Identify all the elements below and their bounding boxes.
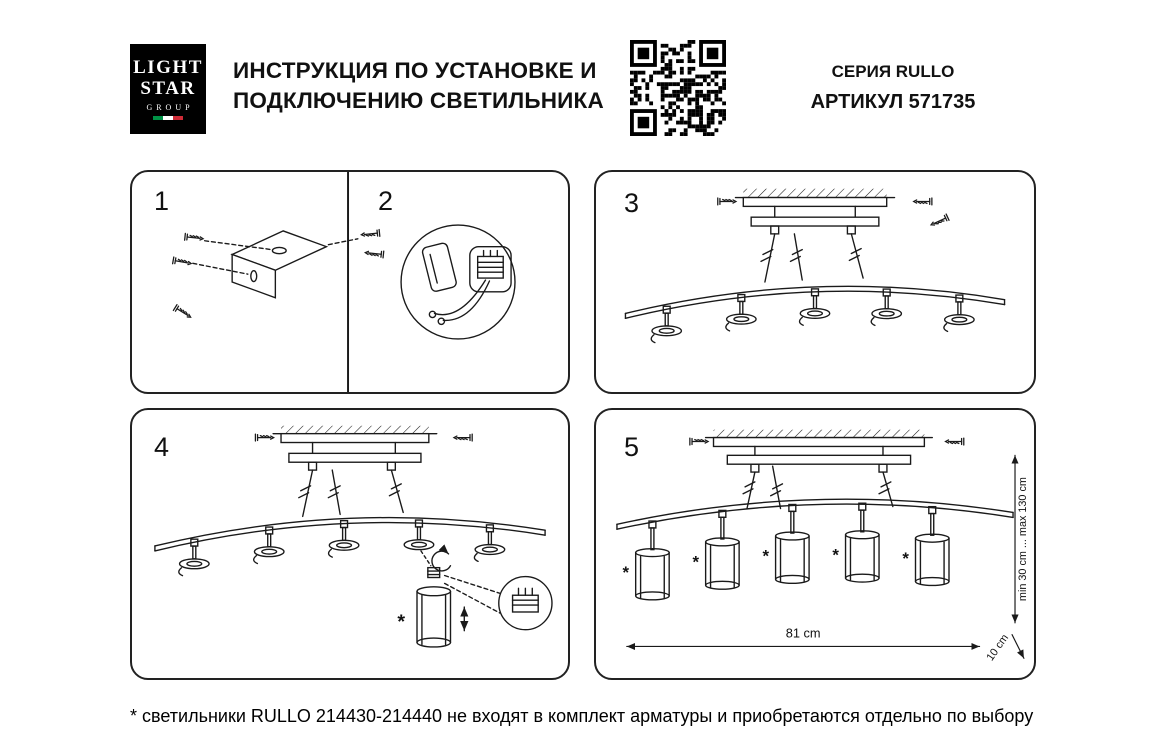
step-1-number: 1 — [154, 186, 170, 216]
asterisk-shade-4: * — [832, 545, 839, 564]
logo-word-group: GROUP — [146, 103, 194, 113]
article-label: АРТИКУЛ 571735 — [810, 91, 976, 113]
step-5-number: 5 — [624, 432, 640, 462]
title-line-2: ПОДКЛЮЧЕНИЮ СВЕТИЛЬНИКА — [233, 87, 604, 113]
asterisk-step4: * — [397, 611, 405, 633]
step-3-number: 3 — [624, 188, 640, 218]
footnote: * светильники RULLO 214430-214440 не вхо… — [130, 706, 1034, 726]
asterisk-shade-1: * — [623, 563, 630, 582]
logo-word-star: STAR — [140, 77, 196, 99]
italy-flag-icon — [153, 116, 183, 121]
width-dimension-label: 81 cm — [786, 626, 821, 641]
panel-step-5: 5 — [594, 408, 1036, 680]
height-range-dimension-label: min 30 cm ... max 130 cm — [1017, 477, 1029, 601]
qr-code-image — [630, 40, 726, 136]
series-block: СЕРИЯ RULLO АРТИКУЛ 571735 — [788, 62, 998, 114]
step-1-2-diagram — [171, 172, 516, 392]
step-4-diagram: * — [154, 425, 553, 648]
panel-step-4: 4 — [130, 408, 570, 680]
page-title: ИНСТРУКЦИЯ ПО УСТАНОВКЕ И ПОДКЛЮЧЕНИЮ СВ… — [233, 56, 604, 115]
drop-dimension-label: 10 cm — [984, 632, 1011, 663]
lightstar-logo: LIGHT STAR GROUP — [130, 44, 206, 134]
logo-word-light: LIGHT — [133, 56, 203, 78]
step-2-number: 2 — [378, 186, 394, 216]
title-line-1: ИНСТРУКЦИЯ ПО УСТАНОВКЕ И — [233, 58, 597, 83]
step-4-number: 4 — [154, 432, 170, 462]
asterisk-shade-3: * — [762, 547, 769, 566]
asterisk-shade-2: * — [693, 553, 700, 572]
qr-code — [630, 40, 726, 136]
asterisk-shade-5: * — [902, 549, 909, 568]
step-5-diagram: * * * * * 81 cm min 30 cm ... max 130 cm… — [616, 429, 1029, 663]
step-3-diagram — [624, 188, 1006, 344]
panel-step-3: 3 — [594, 170, 1036, 394]
panel-step-1-2: 1 2 — [130, 170, 570, 394]
series-label: СЕРИЯ RULLO — [831, 62, 955, 81]
